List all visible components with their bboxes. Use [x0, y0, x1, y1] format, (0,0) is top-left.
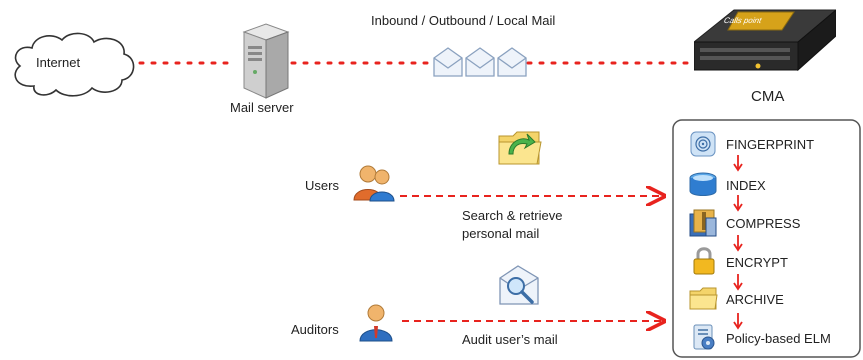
internet-cloud-icon [14, 32, 135, 97]
step-encrypt-label: ENCRYPT [726, 255, 788, 270]
cma-appliance-icon [694, 9, 836, 72]
mail-flow-label: Inbound / Outbound / Local Mail [371, 13, 556, 28]
auditors-label: Auditors [291, 322, 339, 337]
envelope-icon [433, 47, 463, 77]
compress-icon [689, 209, 717, 237]
search-label-line2: personal mail [462, 226, 540, 241]
lock-icon [693, 247, 715, 275]
cma-label: CMA [751, 88, 785, 105]
index-icon [689, 172, 717, 196]
users-label: Users [305, 178, 339, 193]
envelopes-icon [433, 47, 527, 77]
audit-label: Audit user’s mail [462, 332, 558, 347]
step-arrows [733, 155, 743, 330]
envelope-icon [497, 47, 527, 77]
envelope-icon [465, 47, 495, 77]
fingerprint-icon [690, 131, 716, 157]
auditor-icon [359, 304, 393, 342]
mail-server-icon [242, 23, 290, 99]
mail-server-label: Mail server [230, 100, 294, 115]
folder-icon [689, 287, 718, 310]
step-index-label: INDEX [726, 178, 766, 193]
step-archive-label: ARCHIVE [726, 292, 784, 307]
step-policy-label: Policy-based ELM [726, 331, 831, 346]
step-compress-label: COMPRESS [726, 216, 801, 231]
policy-icon [693, 324, 715, 350]
step-fingerprint-label: FINGERPRINT [726, 137, 815, 152]
retrieve-folder-icon [498, 131, 542, 165]
internet-label: Internet [36, 55, 81, 70]
cma-brand-label: Calls point [722, 16, 763, 25]
audit-envelope-icon [499, 265, 539, 305]
search-label-line1: Search & retrieve [462, 208, 563, 223]
archive-process-panel [672, 119, 861, 358]
users-icon [353, 165, 395, 202]
